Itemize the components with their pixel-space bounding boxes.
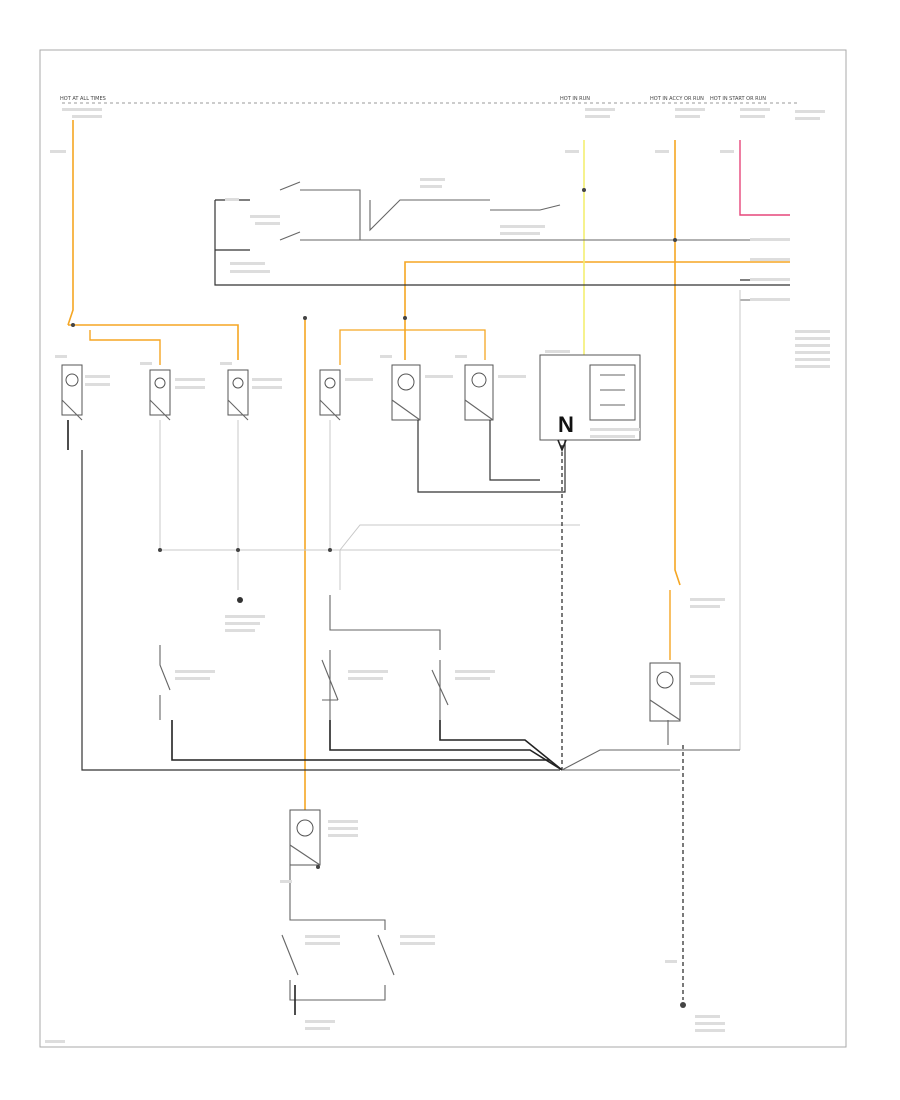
- lamp-switch-3: [227, 369, 249, 416]
- bottom-components: [280, 809, 435, 1030]
- wire-orange-left: [67, 120, 74, 326]
- diagram-border: [39, 49, 847, 1048]
- wire-pink: [739, 140, 790, 216]
- bottom-lamp: [289, 809, 321, 866]
- lamp-switch-4: [319, 369, 341, 416]
- wire-orange-courtesy: [674, 140, 681, 586]
- lamp-switch-1: [61, 364, 83, 416]
- label-hot-in-run: HOT IN RUN: [560, 96, 590, 102]
- courtesy-lamp: [649, 662, 681, 722]
- wire-orange-right-run: [404, 261, 790, 360]
- relay-letter: N: [558, 412, 574, 437]
- upper-bracket: [214, 200, 790, 286]
- middle-components: [159, 595, 725, 722]
- top-component-row: N: [55, 350, 641, 441]
- label-hot-at-all-times: HOT AT ALL TIMES: [60, 96, 106, 102]
- lamp-switch-6: [464, 364, 494, 421]
- wire-orange-bus: [68, 324, 239, 360]
- label-hot-in-start: HOT IN START OR RUN: [710, 96, 766, 102]
- lamp-switch-5: [391, 364, 421, 421]
- top-fuse-labels: HOT AT ALL TIMES HOT IN RUN HOT IN ACCY …: [50, 96, 825, 153]
- label-hot-in-accy: HOT IN ACCY OR RUN: [650, 96, 704, 102]
- lamp-switch-2: [149, 369, 171, 416]
